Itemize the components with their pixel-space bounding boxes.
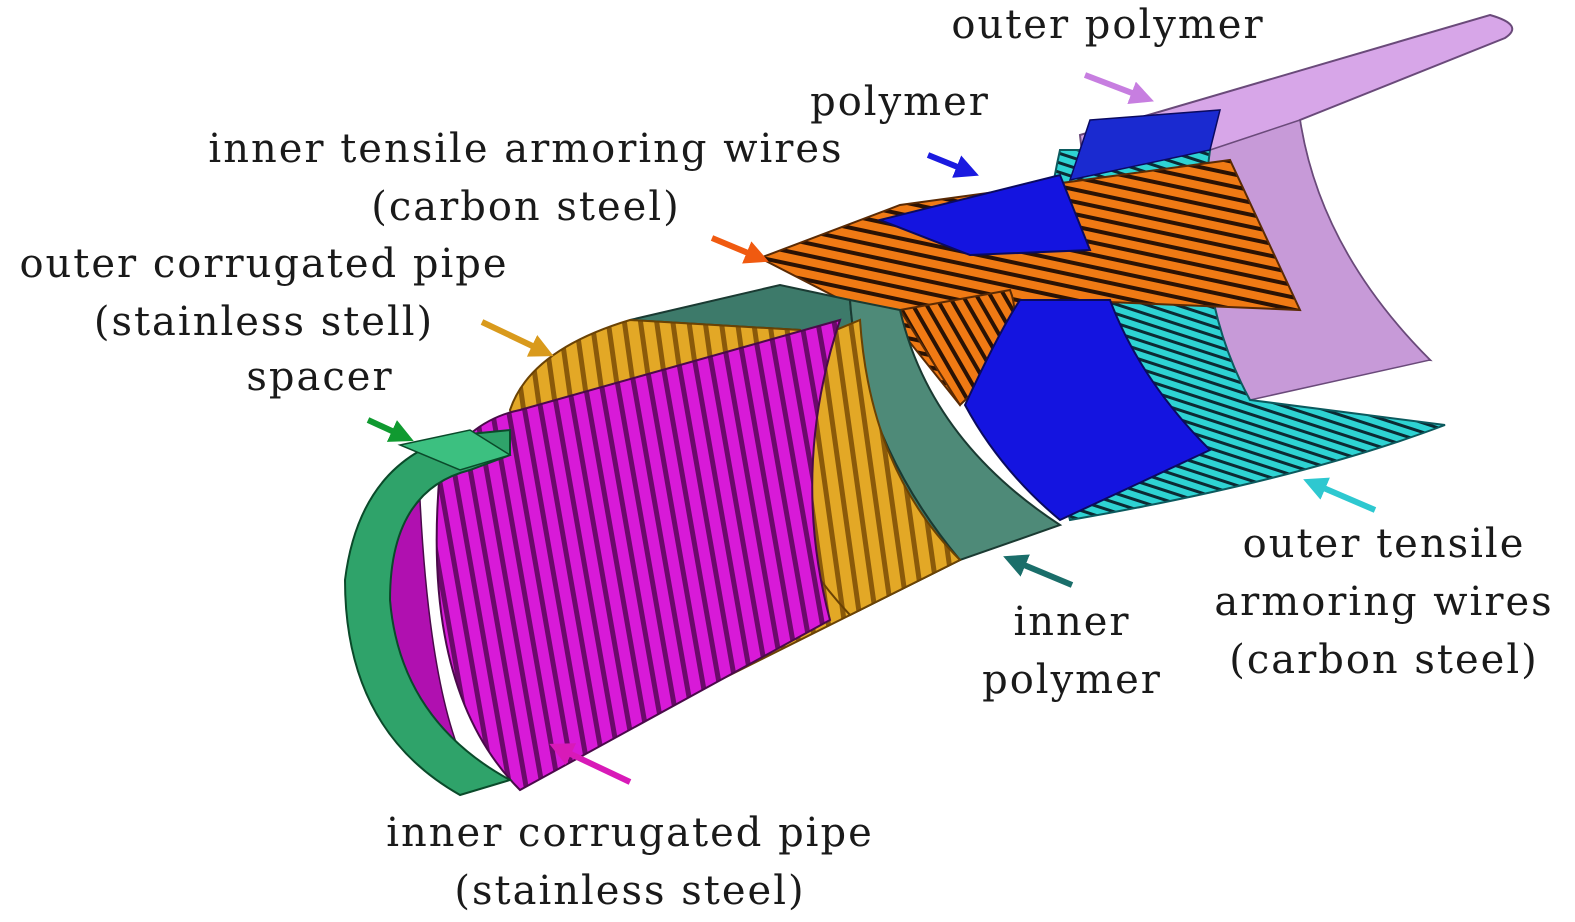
pipe-cross-section	[343, 13, 1514, 797]
inner-corrugated-pipe-layer	[435, 318, 842, 792]
polymer-layer	[876, 173, 1092, 257]
label-outer-corrugated-line2: (stainless stell)	[94, 299, 434, 345]
arrow-inner-corrugated	[549, 743, 632, 785]
polymer-layer-top	[1068, 109, 1221, 182]
arrow-polymer	[926, 152, 979, 178]
arrow-inner-tensile	[710, 235, 769, 264]
labels: outer polymer polymer inner tensile armo…	[19, 2, 1553, 914]
label-outer-tensile-line1: outer tensile	[1243, 521, 1526, 567]
label-inner-tensile-line1: inner tensile armoring wires	[208, 126, 843, 172]
label-inner-tensile-line2: (carbon steel)	[371, 184, 680, 230]
arrow-inner-polymer	[1003, 554, 1074, 588]
label-inner-polymer-line2: polymer	[982, 657, 1162, 703]
arrow-spacer	[366, 417, 414, 442]
spacer-top-edge	[397, 429, 512, 471]
label-outer-corrugated-line1: outer corrugated pipe	[19, 241, 508, 287]
arrow-outer-tensile	[1303, 477, 1377, 513]
label-outer-polymer: outer polymer	[951, 2, 1264, 48]
label-spacer: spacer	[246, 354, 393, 400]
polymer-layer-lower	[963, 299, 1212, 522]
arrow-outer-corrugated	[480, 319, 554, 357]
label-polymer: polymer	[810, 79, 990, 125]
label-outer-tensile-line2: armoring wires	[1214, 579, 1553, 625]
spacer-ring	[343, 428, 513, 797]
label-outer-tensile-line3: (carbon steel)	[1229, 637, 1538, 683]
arrows	[366, 72, 1377, 785]
arrow-outer-polymer	[1083, 72, 1154, 105]
label-inner-corrugated-line1: inner corrugated pipe	[386, 810, 874, 856]
label-inner-corrugated-line2: (stainless steel)	[454, 868, 805, 914]
label-inner-polymer-line1: inner	[1013, 599, 1130, 645]
